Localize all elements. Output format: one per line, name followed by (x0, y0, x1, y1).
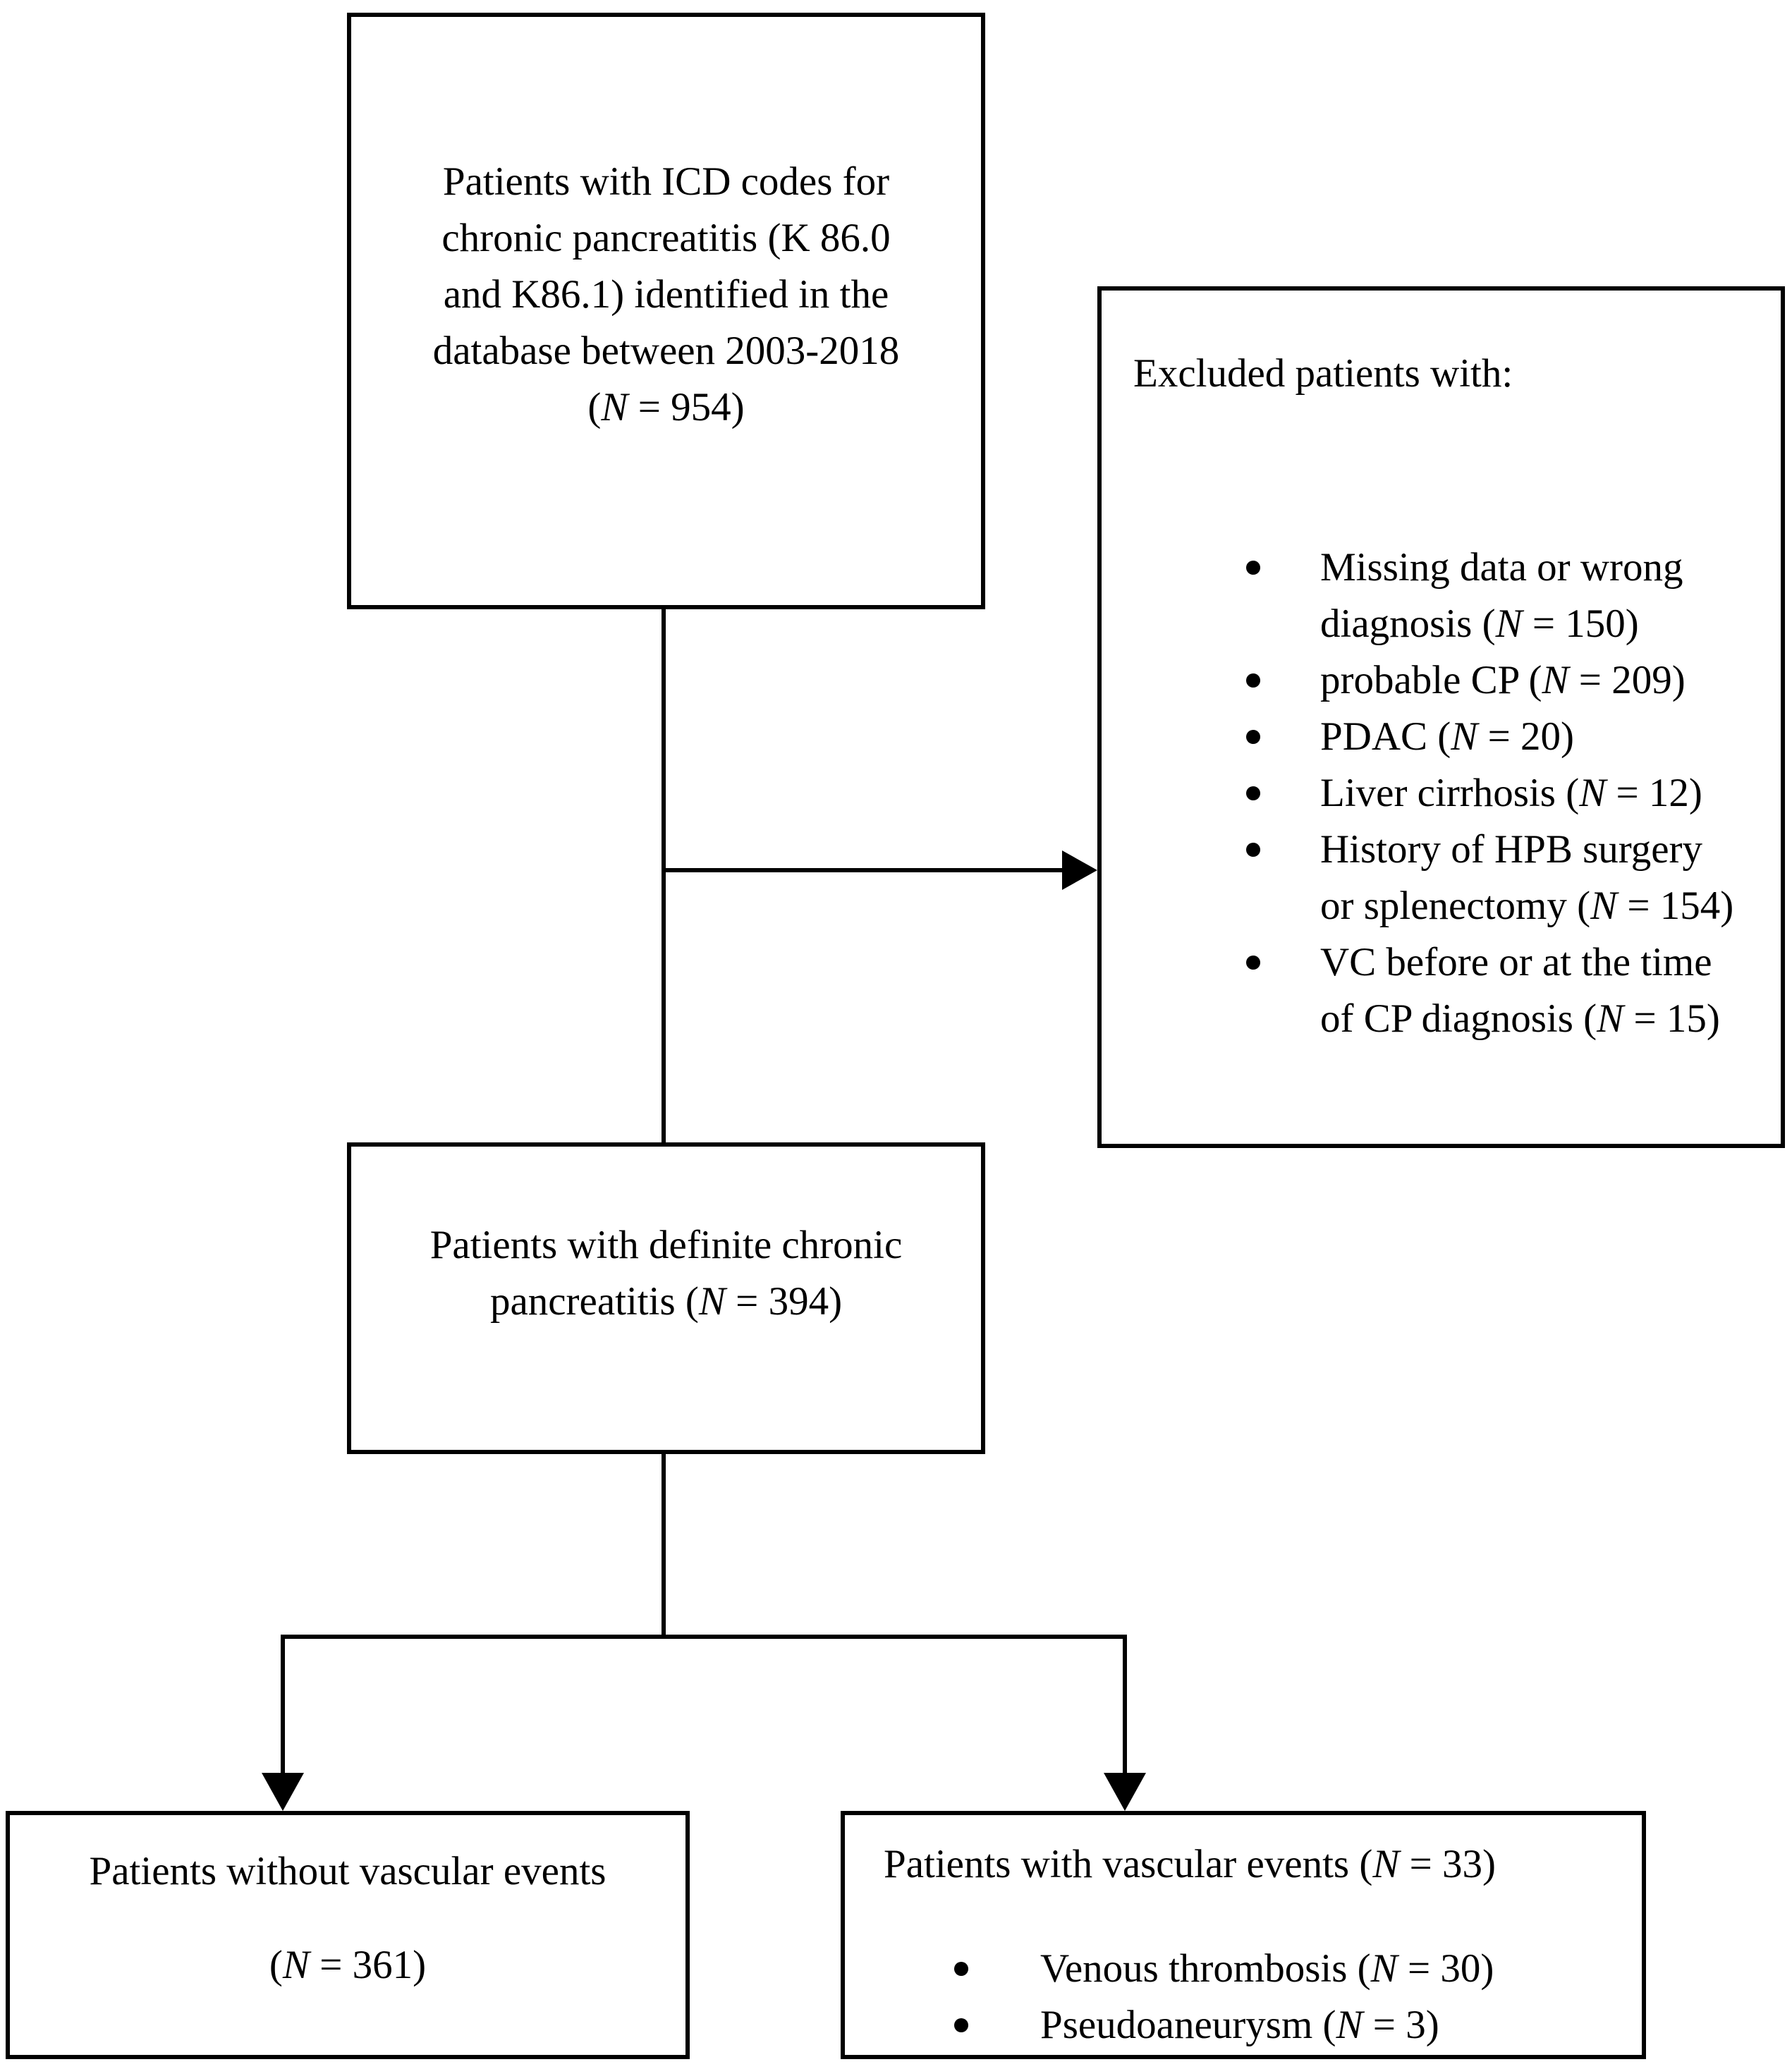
text-segment: pancreatitis ( (489, 1279, 699, 1324)
vascular-events-box: Patients with vascular events (N = 33) V… (841, 1811, 1646, 2059)
no-events-count-line: (N = 361) (10, 1937, 685, 1994)
events-item-venous-thrombosis: Venous thrombosis (N = 30) (884, 1941, 1642, 1997)
n-symbol: N (698, 1279, 726, 1324)
excluded-item-missing-data: Missing data or wrong diagnosis (N = 150… (1133, 539, 1781, 652)
n-symbol: N (1336, 2003, 1363, 2047)
n-symbol: N (1451, 714, 1478, 759)
text-segment: = 209) (1568, 658, 1686, 702)
arrowhead-right-icon (1062, 850, 1097, 890)
no-events-line-1: Patients without vascular events (89, 1849, 607, 1893)
events-list: Venous thrombosis (N = 30) Pseudoaneurys… (884, 1941, 1642, 2053)
text-segment: or splenectomy ( (1320, 884, 1591, 928)
text-segment: = 150) (1522, 602, 1639, 646)
definite-count-line: pancreatitis (N = 394) (351, 1274, 981, 1330)
n-symbol: N (1542, 658, 1569, 702)
icd-cohort-box: Patients with ICD codes for chronic panc… (347, 13, 985, 609)
text-segment: = 20) (1477, 714, 1574, 759)
no-vascular-events-box: Patients without vascular events (N = 36… (6, 1811, 690, 2059)
item-line: Missing data or wrong (1320, 545, 1683, 590)
connector-branch-horizontal (281, 1635, 1127, 1639)
bullet-icon (1246, 730, 1260, 744)
n-symbol: N (601, 385, 628, 429)
arrowhead-down-icon (262, 1773, 304, 1811)
excluded-item-pdac: PDAC (N = 20) (1133, 709, 1781, 765)
n-symbol: N (1495, 602, 1523, 646)
text-segment: = 154) (1617, 884, 1734, 928)
connector-definite-down (662, 1454, 666, 1639)
connector-to-excluded (664, 868, 1063, 872)
bullet-icon (1246, 956, 1260, 970)
icd-line-2: chronic pancreatitis (K 86.0 (441, 216, 891, 260)
text-segment: = 361) (309, 1943, 427, 1987)
icd-line-4: database between 2003-2018 (432, 329, 900, 373)
connector-top-to-definite (662, 609, 666, 1142)
text-segment: Venous thrombosis ( (1040, 1946, 1371, 1991)
connector-branch-left (281, 1635, 285, 1773)
bullet-icon (1246, 673, 1260, 688)
text-segment: probable CP ( (1320, 658, 1542, 702)
text-segment: = 15) (1623, 996, 1720, 1041)
text-segment: Patients with vascular events ( (884, 1842, 1373, 1886)
excluded-title: Excluded patients with: (1133, 351, 1513, 396)
text-segment: = 394) (725, 1279, 843, 1324)
icd-count-line: (N = 954) (351, 379, 981, 436)
text-segment: = 3) (1363, 2003, 1439, 2047)
excluded-list: Missing data or wrong diagnosis (N = 150… (1133, 539, 1781, 1047)
icd-line-3: and K86.1) identified in the (443, 272, 889, 317)
item-line: Liver cirrhosis (N = 12) (1320, 765, 1781, 822)
excluded-item-hpb-surgery: History of HPB surgery or splenectomy (N… (1133, 822, 1781, 934)
item-line: or splenectomy (N = 154) (1320, 878, 1781, 934)
bullet-icon (1246, 843, 1260, 857)
bullet-icon (1246, 561, 1260, 575)
arrowhead-down-icon (1104, 1773, 1146, 1811)
excluded-item-vc-before: VC before or at the time of CP diagnosis… (1133, 934, 1781, 1047)
text-segment: = 33) (1399, 1842, 1496, 1886)
text-segment: = 12) (1606, 771, 1702, 815)
item-line: of CP diagnosis (N = 15) (1320, 991, 1781, 1047)
definite-cp-box: Patients with definite chronic pancreati… (347, 1142, 985, 1454)
bullet-icon (954, 2018, 968, 2032)
text-segment: Pseudoaneurysm ( (1040, 2003, 1336, 2047)
text-segment: of CP diagnosis ( (1320, 996, 1597, 1041)
item-line: diagnosis (N = 150) (1320, 596, 1781, 652)
text-segment: PDAC ( (1320, 714, 1451, 759)
definite-line-1: Patients with definite chronic (429, 1223, 903, 1267)
n-symbol: N (282, 1943, 310, 1987)
events-item-pseudoaneurysm: Pseudoaneurysm (N = 3) (884, 1997, 1642, 2053)
text-segment: diagnosis ( (1320, 602, 1496, 646)
n-symbol: N (1372, 1842, 1400, 1886)
text-segment: ( (269, 1943, 283, 1987)
text-segment: Liver cirrhosis ( (1320, 771, 1580, 815)
item-line: PDAC (N = 20) (1320, 709, 1781, 765)
icd-line-1: Patients with ICD codes for (442, 159, 890, 204)
item-line: Pseudoaneurysm (N = 3) (1040, 1997, 1642, 2053)
item-line: VC before or at the time (1320, 940, 1712, 984)
n-symbol: N (1597, 996, 1624, 1041)
item-line: Venous thrombosis (N = 30) (1040, 1941, 1642, 1997)
excluded-item-liver-cirrhosis: Liver cirrhosis (N = 12) (1133, 765, 1781, 822)
item-line: probable CP (N = 209) (1320, 652, 1781, 709)
excluded-patients-box: Excluded patients with: Missing data or … (1097, 286, 1785, 1148)
bullet-icon (954, 1962, 968, 1976)
text-segment: = 30) (1397, 1946, 1494, 1991)
n-symbol: N (1579, 771, 1607, 815)
text-segment: ( (587, 385, 602, 429)
excluded-item-probable-cp: probable CP (N = 209) (1133, 652, 1781, 709)
n-symbol: N (1590, 884, 1618, 928)
connector-branch-right (1123, 1635, 1127, 1773)
n-symbol: N (1370, 1946, 1398, 1991)
bullet-icon (1246, 786, 1260, 800)
events-title-line: Patients with vascular events (N = 33) (884, 1836, 1642, 1893)
text-segment: = 954) (628, 385, 745, 429)
item-line: History of HPB surgery (1320, 827, 1703, 872)
